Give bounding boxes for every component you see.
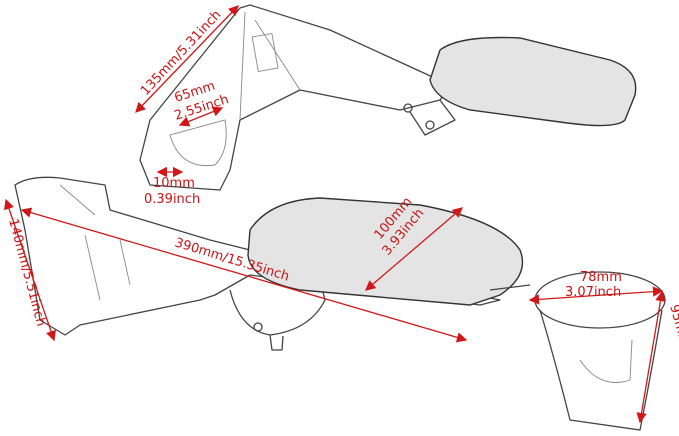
dimension-lines bbox=[4, 5, 666, 424]
label-10mm: 10mm bbox=[153, 176, 195, 191]
label-0.39inch: 0.39inch bbox=[144, 192, 200, 207]
label-140mm: 140mm/5.51inch bbox=[5, 217, 48, 328]
label-3.07inch: 3.07inch bbox=[565, 285, 621, 300]
label-78mm: 78mm bbox=[580, 270, 622, 285]
top-armrest-sketch bbox=[139, 4, 637, 191]
label-95mm: 95mm/3.74inch bbox=[666, 303, 679, 406]
top-armrest-pad bbox=[429, 36, 637, 127]
